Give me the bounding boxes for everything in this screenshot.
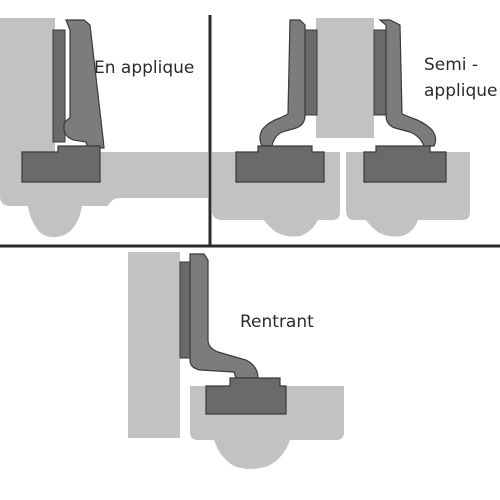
overlay-cabinet-side xyxy=(0,18,55,158)
inset-cabinet-side xyxy=(128,252,180,438)
half-overlay-left-cup xyxy=(235,145,325,183)
inset-panel: Rentrant xyxy=(128,252,344,469)
overlay-mounting-plate xyxy=(52,29,66,143)
inset-mounting-plate xyxy=(179,261,191,359)
half-overlay-left-arm xyxy=(259,19,306,147)
half-overlay-right-plate xyxy=(373,29,387,116)
inset-hinge-arm xyxy=(189,253,259,379)
half-overlay-label-line1: Semi - xyxy=(424,55,478,75)
half-overlay-label-line2: applique xyxy=(424,81,497,101)
inset-label: Rentrant xyxy=(240,312,314,332)
half-overlay-left-plate xyxy=(304,29,318,116)
half-overlay-center-wall xyxy=(316,18,374,138)
half-overlay-right-cup xyxy=(363,145,447,183)
half-overlay-panel: Semi - applique xyxy=(212,18,497,237)
overlay-hinge-arm xyxy=(63,19,105,149)
overlay-label: En applique xyxy=(94,58,194,78)
inset-hinge-cup xyxy=(205,377,287,415)
overlay-hinge-cup xyxy=(21,145,101,183)
overlay-panel: En applique xyxy=(0,18,208,238)
